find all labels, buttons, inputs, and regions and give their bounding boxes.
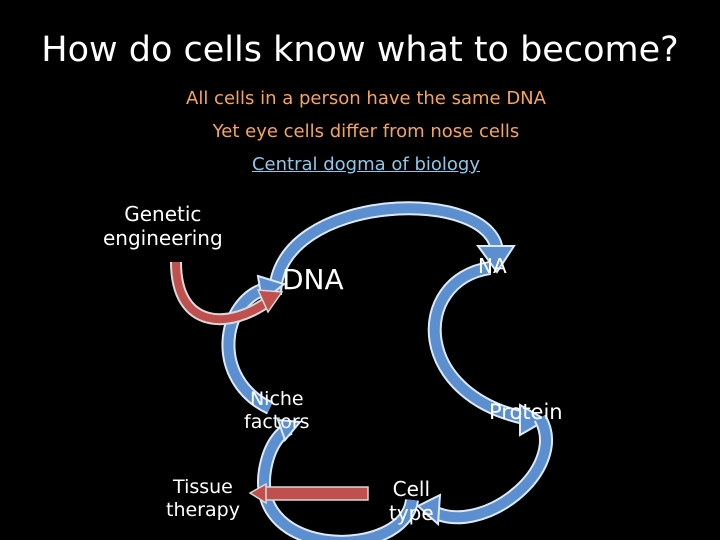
dna-label: DNA [282, 263, 344, 296]
protein-label: Protein [489, 400, 563, 424]
genetic-engineering-arrow [170, 261, 284, 326]
cycle-arrow-dna-to-rna [268, 201, 516, 296]
tissue-therapy-label: Tissue therapy [166, 476, 240, 521]
cycle-arrow-protein-to-cell-type [416, 414, 553, 527]
tissue-therapy-arrow [248, 482, 369, 505]
cycle-arrow-rna-to-protein [427, 261, 549, 437]
niche-factors-label: Niche factors [244, 388, 310, 433]
cell-type-label: Cell type [389, 477, 434, 525]
rna-label: NA [478, 254, 507, 278]
central-dogma-link[interactable]: Central dogma of biology [251, 154, 480, 175]
cycle-arrow-cell-type-to-niche [257, 418, 419, 540]
slide-title: How do cells know what to become? [41, 30, 679, 70]
subtitle-line-1: All cells in a person have the same DNA [186, 88, 546, 109]
central-dogma-link-row: Central dogma of biology [0, 154, 720, 175]
genetic-engineering-label: Genetic engineering [103, 202, 223, 250]
subtitle-line-2: Yet eye cells differ from nose cells [212, 121, 520, 142]
